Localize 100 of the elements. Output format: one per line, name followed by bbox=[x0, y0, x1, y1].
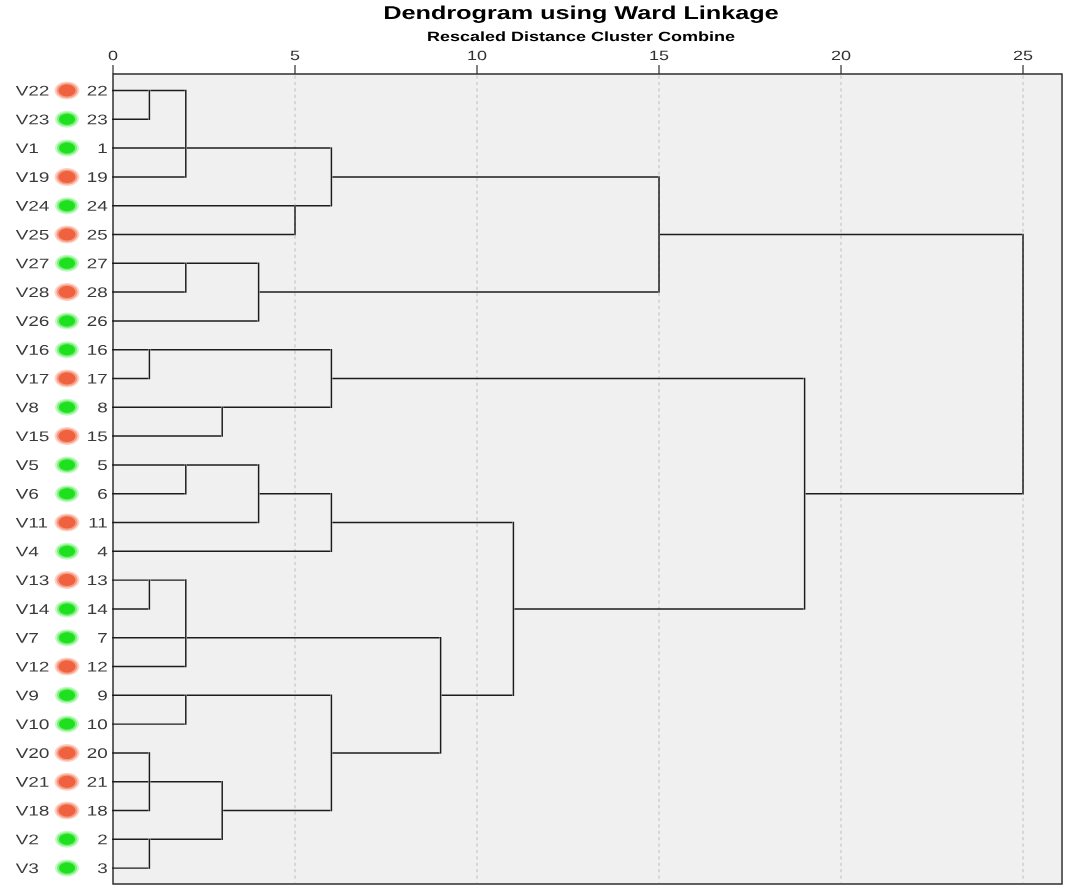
merge-bar bbox=[439, 637, 442, 754]
axis-title: Rescaled Distance Cluster Combine bbox=[428, 31, 735, 42]
branch-line bbox=[111, 579, 150, 581]
case-number: 15 bbox=[88, 431, 107, 442]
case-number: 20 bbox=[87, 748, 107, 759]
case-label: V14 bbox=[15, 604, 49, 614]
tick-label: 10 bbox=[468, 50, 487, 61]
branch-line bbox=[149, 780, 222, 783]
branch-line bbox=[111, 262, 186, 265]
case-label: V15 bbox=[15, 431, 49, 442]
case-label: V3 bbox=[15, 863, 38, 874]
chart-title: Dendrogram using Ward Linkage bbox=[385, 5, 778, 23]
case-label: V20 bbox=[15, 748, 49, 759]
branch-line bbox=[111, 291, 186, 293]
merge-bar bbox=[148, 752, 151, 812]
merge-bar bbox=[512, 521, 515, 697]
branch-line bbox=[111, 147, 186, 149]
case-number: 21 bbox=[87, 776, 107, 787]
merge-bar bbox=[257, 262, 260, 322]
case-label: V17 bbox=[15, 373, 49, 384]
case-label: V27 bbox=[15, 258, 49, 269]
case-number: 18 bbox=[88, 805, 107, 816]
merge-bar bbox=[330, 348, 333, 409]
merge-bar bbox=[148, 579, 151, 610]
branch-line bbox=[186, 147, 332, 149]
case-label: V4 bbox=[15, 546, 39, 557]
branch-line bbox=[111, 780, 150, 783]
branch-line bbox=[111, 723, 186, 725]
branch-line bbox=[111, 665, 186, 668]
case-number: 13 bbox=[88, 575, 107, 586]
branch-line bbox=[111, 608, 150, 610]
branch-line bbox=[149, 89, 186, 92]
case-number: 23 bbox=[87, 114, 107, 125]
branch-line bbox=[111, 89, 150, 92]
branch-line bbox=[111, 377, 150, 380]
case-number: 19 bbox=[88, 172, 107, 183]
case-label: V8 bbox=[15, 402, 38, 413]
branch-line bbox=[149, 348, 332, 351]
case-number: 14 bbox=[88, 604, 108, 614]
branch-line bbox=[331, 176, 659, 178]
case-label: V11 bbox=[15, 517, 48, 528]
branch-line bbox=[111, 550, 332, 553]
branch-line bbox=[111, 118, 150, 121]
case-number: 6 bbox=[98, 488, 107, 499]
branch-line bbox=[186, 694, 332, 697]
case-number: 26 bbox=[87, 316, 107, 327]
case-label: V12 bbox=[15, 661, 49, 672]
merge-bar bbox=[330, 694, 333, 812]
case-label: V22 bbox=[15, 85, 49, 96]
branch-line bbox=[111, 838, 150, 841]
case-label: V25 bbox=[15, 229, 49, 240]
branch-line bbox=[111, 867, 150, 869]
case-number: 9 bbox=[98, 690, 107, 701]
branch-line bbox=[222, 406, 332, 409]
branch-line bbox=[331, 752, 441, 754]
branch-line bbox=[111, 752, 150, 754]
tick-label: 0 bbox=[108, 50, 118, 61]
branch-line bbox=[149, 838, 222, 841]
tick-label: 25 bbox=[1013, 50, 1033, 61]
case-number: 7 bbox=[98, 633, 107, 643]
case-number: 3 bbox=[97, 863, 107, 874]
branch-line bbox=[111, 492, 186, 495]
branch-line bbox=[258, 291, 659, 293]
branch-line bbox=[111, 521, 259, 524]
case-number: 22 bbox=[87, 85, 107, 96]
tick-label: 15 bbox=[650, 50, 669, 61]
case-label: V21 bbox=[15, 776, 49, 787]
branch-line bbox=[111, 464, 186, 466]
case-number: 28 bbox=[87, 287, 107, 298]
merge-bar bbox=[803, 377, 806, 610]
branch-line bbox=[111, 233, 295, 236]
case-label: V16 bbox=[15, 344, 49, 355]
branch-line bbox=[111, 636, 186, 639]
case-number: 11 bbox=[89, 517, 107, 528]
merge-bar bbox=[330, 147, 333, 207]
case-label: V26 bbox=[15, 316, 49, 327]
branch-line bbox=[659, 233, 1023, 236]
case-number: 4 bbox=[97, 546, 108, 557]
branch-line bbox=[149, 579, 186, 581]
case-number: 27 bbox=[87, 258, 107, 269]
case-number: 25 bbox=[87, 229, 107, 240]
branch-line bbox=[295, 204, 332, 207]
branch-line bbox=[111, 320, 259, 322]
branch-line bbox=[222, 809, 332, 812]
case-number: 2 bbox=[98, 834, 107, 845]
case-label: V13 bbox=[15, 575, 49, 586]
branch-line bbox=[804, 492, 1023, 495]
tick-label: 5 bbox=[290, 50, 300, 61]
branch-line bbox=[331, 521, 514, 524]
branch-line bbox=[513, 608, 805, 610]
branch-line bbox=[111, 204, 295, 207]
branch-line bbox=[111, 809, 150, 812]
merge-bar bbox=[330, 492, 333, 553]
case-label: V23 bbox=[15, 114, 49, 125]
branch-line bbox=[186, 464, 259, 466]
case-number: 12 bbox=[88, 661, 107, 672]
case-label: V19 bbox=[15, 172, 49, 183]
branch-line bbox=[258, 492, 332, 495]
case-label: V9 bbox=[15, 690, 38, 701]
case-label: V10 bbox=[15, 719, 49, 730]
